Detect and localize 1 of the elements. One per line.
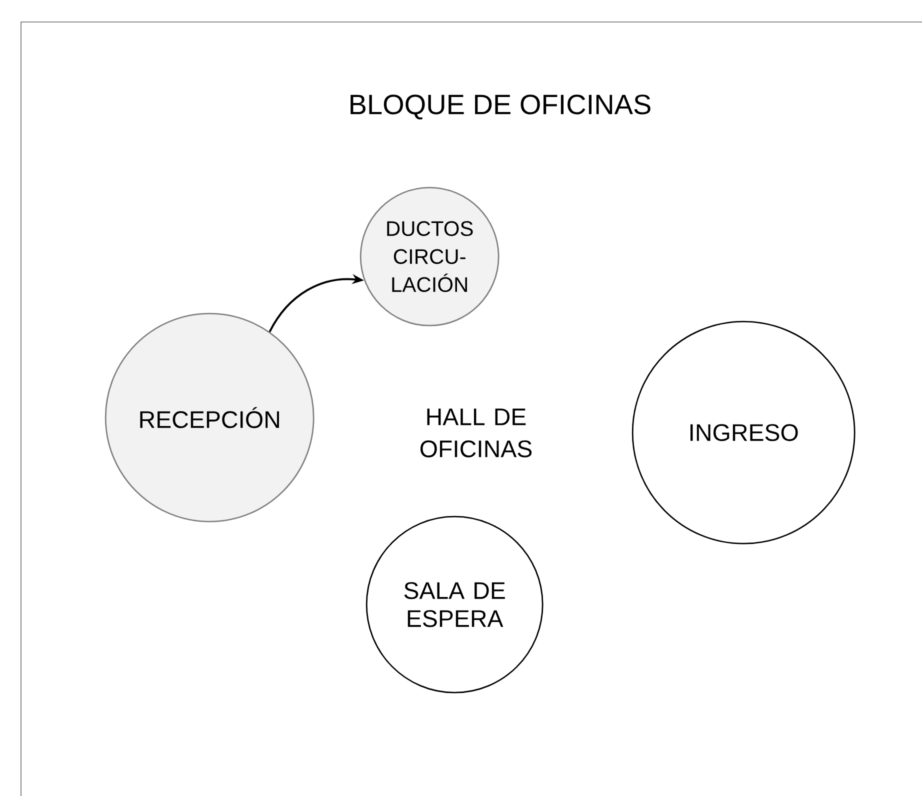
label: HALL DE OFICINAS <box>420 408 532 458</box>
